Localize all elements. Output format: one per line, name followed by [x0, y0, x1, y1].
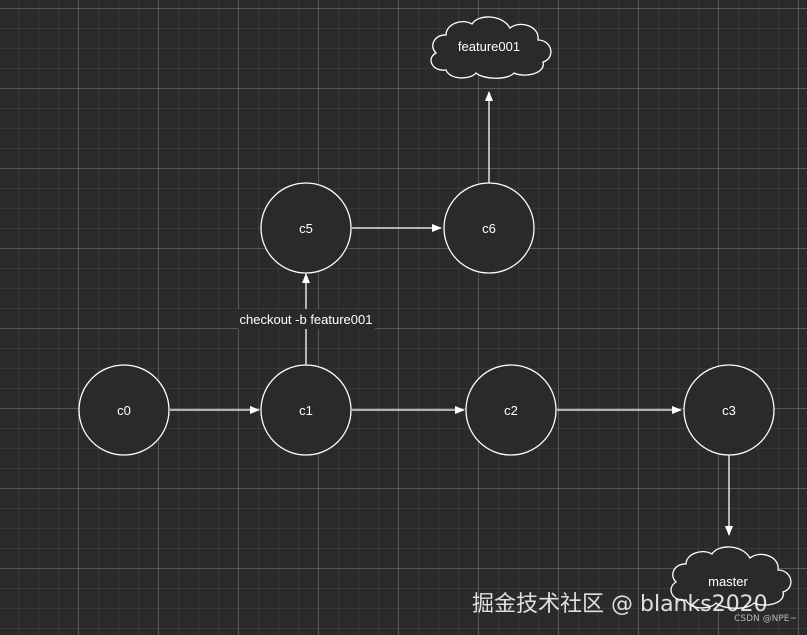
commit-c1: c1: [260, 364, 352, 456]
commit-c6: c6: [443, 182, 535, 274]
commit-c0: c0: [78, 364, 170, 456]
watermark-csdn: CSDN @NPE~: [734, 614, 797, 624]
commit-c5: c5: [260, 182, 352, 274]
commit-c1-label: c1: [299, 403, 313, 418]
master-cloud-icon: [670, 546, 792, 609]
commit-c2: c2: [465, 364, 557, 456]
master-label: master: [708, 574, 748, 589]
branch-feature001-cloud: feature001: [430, 16, 552, 79]
commit-c3-label: c3: [722, 403, 736, 418]
commit-c6-label: c6: [482, 221, 496, 236]
watermark-juejin: 掘金技术社区 @ blanks2020: [472, 592, 768, 617]
feature001-label: feature001: [458, 39, 520, 54]
edge-label-background: [238, 309, 375, 329]
feature001-cloud-icon: [430, 16, 552, 79]
commit-c2-label: c2: [504, 403, 518, 418]
checkout-label: checkout -b feature001: [240, 312, 373, 327]
commit-c3: c3: [683, 364, 775, 456]
branch-master-cloud: master: [670, 546, 792, 609]
commit-c0-label: c0: [117, 403, 131, 418]
commit-c5-label: c5: [299, 221, 313, 236]
